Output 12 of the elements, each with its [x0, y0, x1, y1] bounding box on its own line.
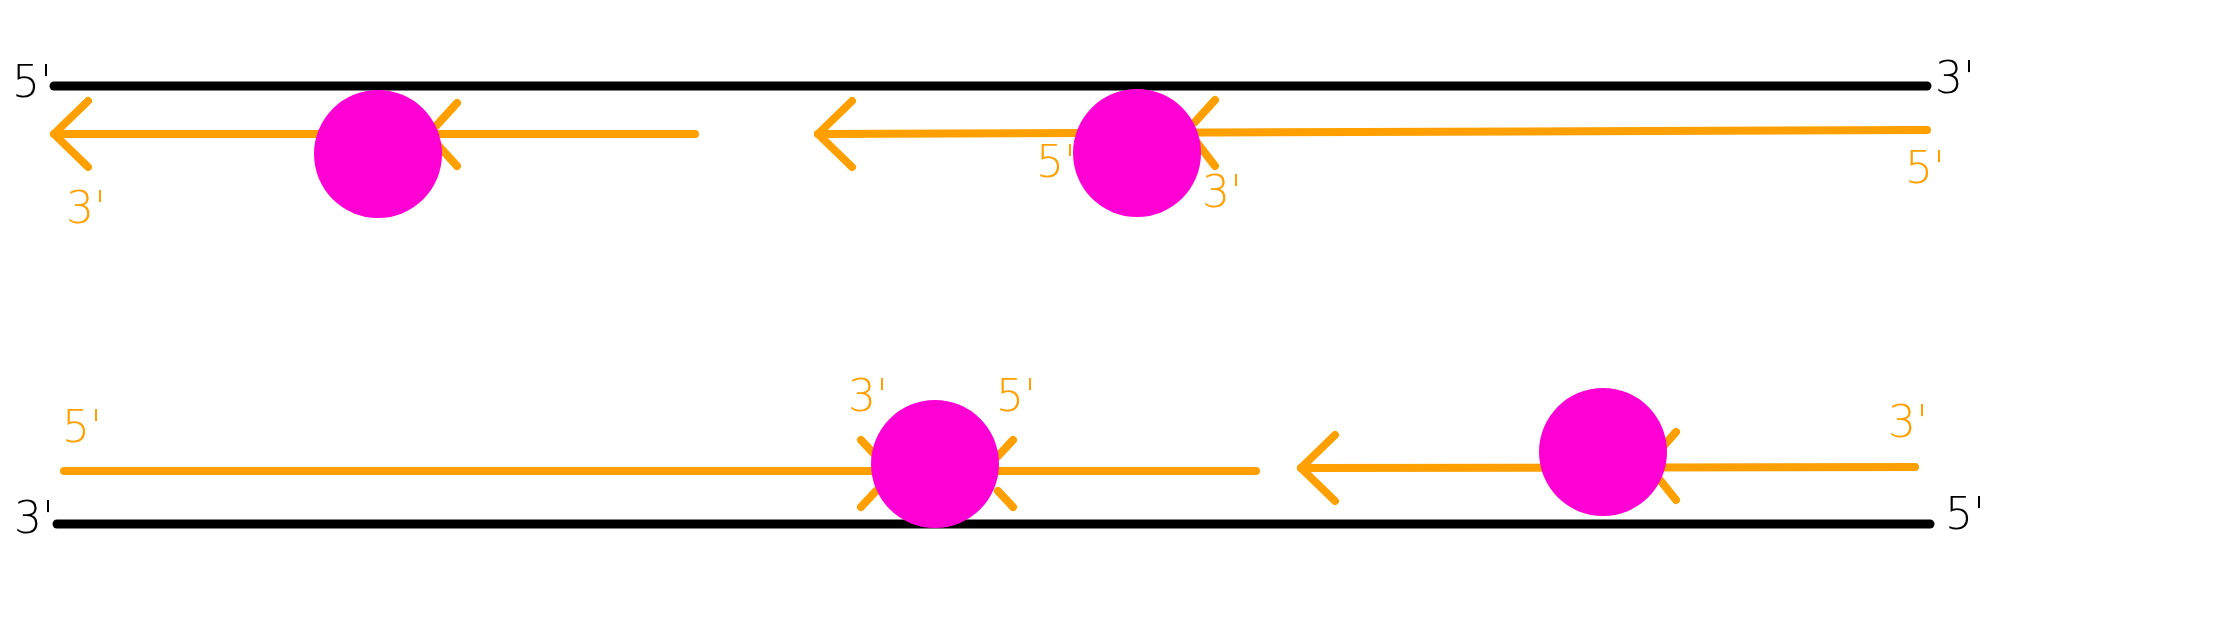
strand-end-label: 3' — [848, 374, 889, 418]
strand-end-label: 3' — [1888, 400, 1929, 444]
strand-end-label: 3' — [1935, 56, 1976, 100]
strand-end-label: 5' — [12, 60, 53, 104]
strand-end-label: 5' — [1945, 492, 1986, 536]
strand-end-label: 5' — [996, 374, 1037, 418]
strand-end-label: 3' — [66, 186, 107, 230]
strand-end-label: 5' — [1036, 140, 1077, 184]
strand-end-label: 3' — [1202, 170, 1243, 214]
strand-end-label: 3' — [14, 496, 55, 540]
strand-end-label: 5' — [1905, 146, 1946, 190]
strand-end-label: 5' — [62, 405, 103, 449]
